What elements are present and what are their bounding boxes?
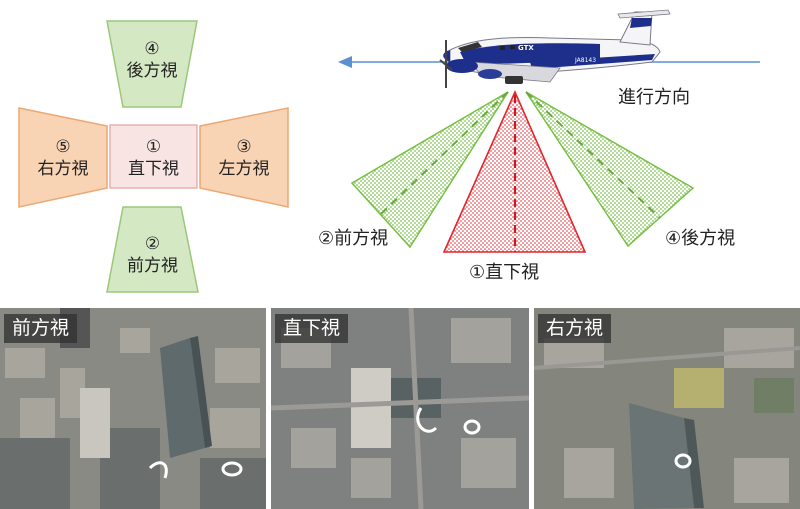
photo-right-view: 右方視 [534,308,800,509]
back-view-footprint [106,20,198,108]
photo-forward-label: 前方視 [4,314,78,343]
nadir-cone-label: ①直下視 [469,262,540,283]
arrow-head [338,56,352,68]
front-view-footprint [106,206,199,293]
aircraft-view-diagram: GTX JA8143 [338,9,760,253]
photo-forward-view: 前方視 [0,308,266,509]
photo-nadir-view: 直下視 [271,308,529,509]
plane-brand-text: GTX [518,44,534,52]
forward-view-label: ②前方視 [318,228,389,249]
left-view-footprint [199,107,289,208]
direction-label: 進行方向 [618,87,690,108]
forward-cone [350,91,509,249]
plane-registration-text: JA8143 [574,57,596,64]
photo-nadir-label: 直下視 [275,314,349,343]
nadir-view-footprint [109,124,198,189]
backward-view-label: ④後方視 [665,228,736,249]
photo-right-label: 右方視 [538,314,612,343]
aircraft: GTX JA8143 [439,9,671,88]
right-view-footprint [18,107,108,208]
footprint-diagram [18,20,289,293]
